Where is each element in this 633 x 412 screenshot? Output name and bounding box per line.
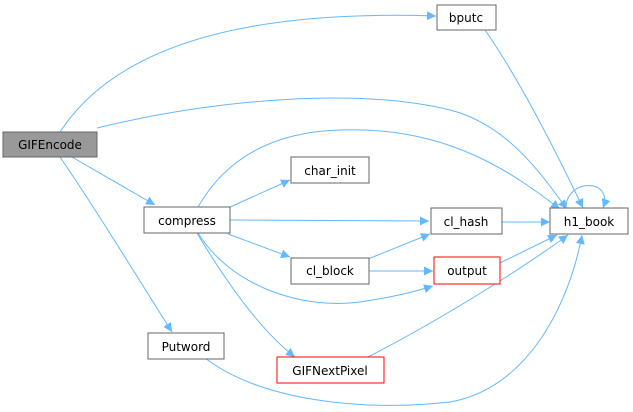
edge-gifencode-compress [71, 156, 156, 206]
node-gifencode[interactable]: GIFEncode [2, 131, 98, 158]
edges [59, 11, 611, 406]
edge-bputc-h1-book [484, 29, 584, 209]
node-cl-hash[interactable]: cl_hash [430, 207, 503, 235]
node-char-init-label: char_init [304, 164, 356, 178]
node-output-label: output [447, 264, 487, 278]
edge-compress-output [197, 232, 434, 304]
node-h1-book[interactable]: h1_book [549, 207, 629, 235]
node-cl-hash-label: cl_hash [444, 215, 489, 229]
edge-cl-block-cl-hash [367, 233, 431, 260]
edge-h1-book-self [565, 185, 611, 209]
node-bputc[interactable]: bputc [436, 4, 497, 31]
node-bputc-label: bputc [449, 11, 483, 25]
node-putword-label: Putword [162, 340, 211, 354]
node-compress[interactable]: compress [143, 206, 231, 234]
node-h1-book-label: h1_book [564, 215, 615, 229]
edge-gifnextpixel-h1-book [367, 234, 569, 358]
node-gifnextpixel[interactable]: GIFNextPixel [276, 356, 385, 384]
edge-gifencode-bputc [59, 11, 437, 133]
edge-compress-gifnextpixel [196, 232, 296, 358]
edge-compress-char-init [227, 179, 291, 209]
edge-compress-cl-block [227, 233, 291, 259]
edge-gifencode-putword [59, 156, 173, 333]
edge-output-h1-book [499, 234, 558, 264]
node-gifnextpixel-label: GIFNextPixel [292, 364, 367, 378]
node-compress-label: compress [158, 214, 216, 228]
node-cl-block-label: cl_block [306, 264, 354, 278]
edge-compress-h1-book [197, 129, 561, 210]
node-putword[interactable]: Putword [147, 332, 225, 360]
edge-putword-h1-book [204, 234, 585, 406]
node-output[interactable]: output [433, 256, 501, 285]
edge-compress-cl-hash [229, 216, 430, 226]
edge-gifencode-h1-book [96, 97, 568, 210]
node-gifencode-label: GIFEncode [18, 138, 82, 152]
node-char-init[interactable]: char_init [290, 156, 370, 184]
node-cl-block[interactable]: cl_block [290, 257, 370, 285]
